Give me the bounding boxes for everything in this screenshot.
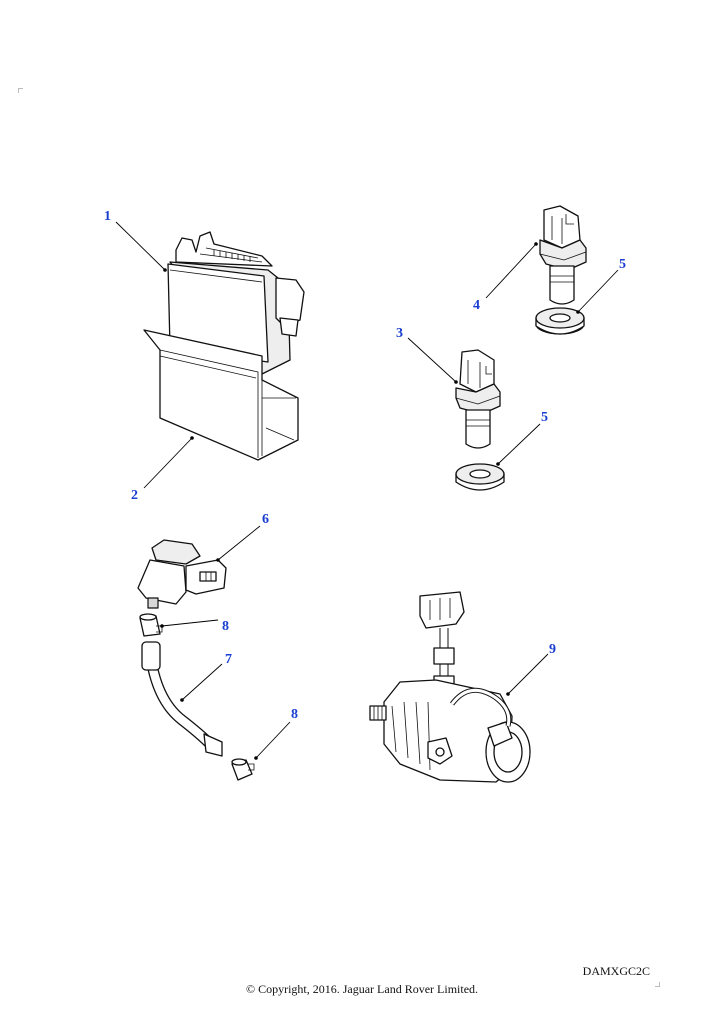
callout-3: 3 bbox=[396, 326, 458, 384]
clip-upper-illustration bbox=[139, 613, 163, 637]
callout-2: 2 bbox=[131, 436, 194, 503]
callout-1: 1 bbox=[104, 209, 167, 272]
svg-text:4: 4 bbox=[473, 298, 480, 313]
svg-text:7: 7 bbox=[225, 652, 232, 667]
copyright-notice: © Copyright, 2016. Jaguar Land Rover Lim… bbox=[245, 982, 479, 996]
callout-8-upper: 8 bbox=[160, 619, 229, 634]
callout-8-lower: 8 bbox=[254, 707, 298, 760]
callout-9: 9 bbox=[506, 642, 556, 696]
callout-5-lower: 5 bbox=[496, 410, 548, 466]
svg-text:8: 8 bbox=[291, 707, 298, 722]
svg-text:8: 8 bbox=[222, 619, 229, 634]
callout-6: 6 bbox=[216, 512, 269, 562]
control-module-illustration bbox=[143, 231, 305, 461]
svg-text:9: 9 bbox=[549, 642, 556, 657]
svg-text:5: 5 bbox=[541, 410, 548, 425]
callout-7: 7 bbox=[180, 652, 232, 702]
crop-mark-top-left bbox=[18, 88, 23, 93]
sensor-6-illustration bbox=[137, 539, 227, 609]
callout-5-upper: 5 bbox=[576, 257, 626, 314]
svg-text:1: 1 bbox=[104, 209, 111, 224]
svg-text:2: 2 bbox=[131, 488, 138, 503]
washer-upper-illustration bbox=[535, 307, 585, 335]
ignition-switch-9-illustration bbox=[369, 591, 531, 783]
temperature-sensor-4-illustration bbox=[539, 205, 587, 305]
diagram-reference-code: DAMXGC2C bbox=[582, 964, 650, 978]
clip-lower-illustration bbox=[231, 758, 255, 781]
callout-4: 4 bbox=[473, 242, 538, 313]
washer-lower-illustration bbox=[455, 463, 505, 491]
hose-7-illustration bbox=[141, 641, 223, 757]
svg-text:3: 3 bbox=[396, 326, 403, 341]
svg-text:6: 6 bbox=[262, 512, 269, 527]
temperature-sensor-3-illustration bbox=[455, 349, 501, 449]
svg-text:5: 5 bbox=[619, 257, 626, 272]
